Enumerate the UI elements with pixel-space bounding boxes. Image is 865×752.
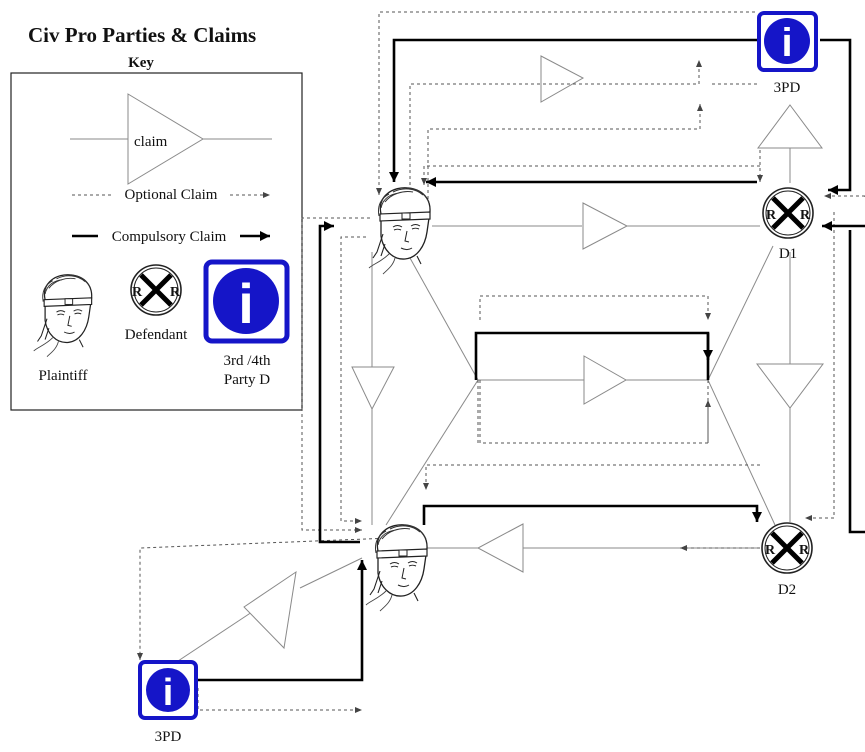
plaintiff-1-head-icon	[369, 188, 430, 274]
svg-text:R: R	[765, 543, 776, 558]
svg-text:i: i	[781, 21, 792, 65]
defendant-1-icon: R R	[763, 188, 813, 238]
svg-text:R: R	[766, 208, 777, 223]
svg-text:R: R	[799, 543, 810, 558]
defendant-2-label: D2	[778, 582, 796, 598]
third-party-defendant-top: i	[759, 13, 816, 70]
third-party-bottom-label: 3PD	[155, 729, 182, 745]
page-title: Civ Pro Parties & Claims	[28, 23, 256, 47]
key-claim-sample	[70, 94, 272, 184]
key-header: Key	[128, 55, 154, 71]
key-defendant-label: Defendant	[125, 327, 188, 343]
key-defendant-icon: R R	[131, 265, 181, 315]
key-plaintiff-icon	[34, 275, 92, 357]
svg-text:R: R	[170, 285, 181, 300]
defendant-1-label: D1	[779, 246, 797, 262]
svg-text:i: i	[238, 272, 254, 335]
defendant-2-icon: R R	[762, 523, 812, 573]
key-compulsory-label: Compulsory Claim	[112, 229, 227, 245]
claim-lines	[172, 148, 790, 665]
key-third-party-icon: i	[206, 262, 287, 341]
svg-text:i: i	[163, 672, 174, 714]
third-party-top-label: 3PD	[774, 80, 801, 96]
key-optional-label: Optional Claim	[125, 187, 218, 203]
svg-text:R: R	[132, 285, 143, 300]
key-third-party-label-1: 3rd /4th	[223, 353, 271, 369]
key-plaintiff-label: Plaintiff	[39, 368, 88, 384]
third-party-defendant-bottom: i	[140, 662, 196, 718]
svg-text:R: R	[800, 208, 811, 223]
key-third-party-label-2: Party D	[224, 372, 270, 388]
claim-triangles	[244, 56, 823, 648]
compulsory-claim-arrows	[198, 40, 865, 680]
key-claim-label: claim	[134, 134, 168, 150]
plaintiff-2-head-icon	[366, 525, 427, 611]
